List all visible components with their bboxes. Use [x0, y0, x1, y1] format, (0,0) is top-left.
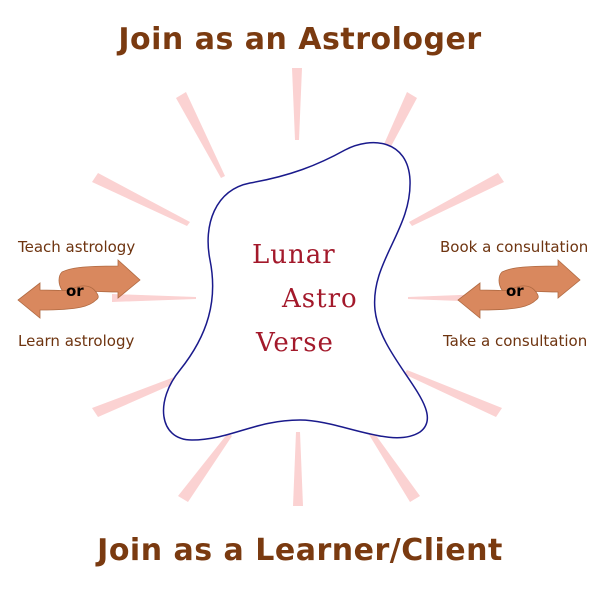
- label-teach-astrology: Teach astrology: [18, 238, 136, 256]
- ray-upper-left: [92, 173, 190, 226]
- left-arrow-left-group: [17, 282, 99, 319]
- connector-or-right: or: [506, 282, 524, 300]
- central-blob: [162, 141, 428, 441]
- ray-top-left: [176, 92, 225, 178]
- left-arrow-right-group: [457, 282, 539, 319]
- title-join-learner-client: Join as a Learner/Client: [97, 533, 503, 568]
- label-book-consultation: Book a consultation: [440, 238, 589, 256]
- brand-word-verse: Verse: [256, 328, 334, 358]
- ray-bottom: [293, 432, 303, 506]
- label-learn-astrology: Learn astrology: [18, 332, 135, 350]
- ray-middle-left: [112, 294, 196, 302]
- label-take-consultation: Take a consultation: [443, 332, 588, 350]
- connector-or-left: or: [66, 282, 84, 300]
- ray-bottom-right: [368, 430, 420, 502]
- swap-arrows-icon: [457, 259, 581, 319]
- ray-lower-left: [92, 370, 196, 417]
- ray-lower-right: [404, 370, 502, 417]
- ray-upper-right: [409, 173, 504, 226]
- ray-bottom-left: [178, 433, 232, 502]
- brand-word-lunar: Lunar: [252, 240, 336, 270]
- ray-top: [292, 68, 302, 140]
- decorative-rays: [92, 68, 504, 506]
- title-join-astrologer: Join as an Astrologer: [118, 22, 482, 57]
- swap-arrows-icon: [17, 259, 141, 319]
- brand-word-astro: Astro: [282, 284, 358, 314]
